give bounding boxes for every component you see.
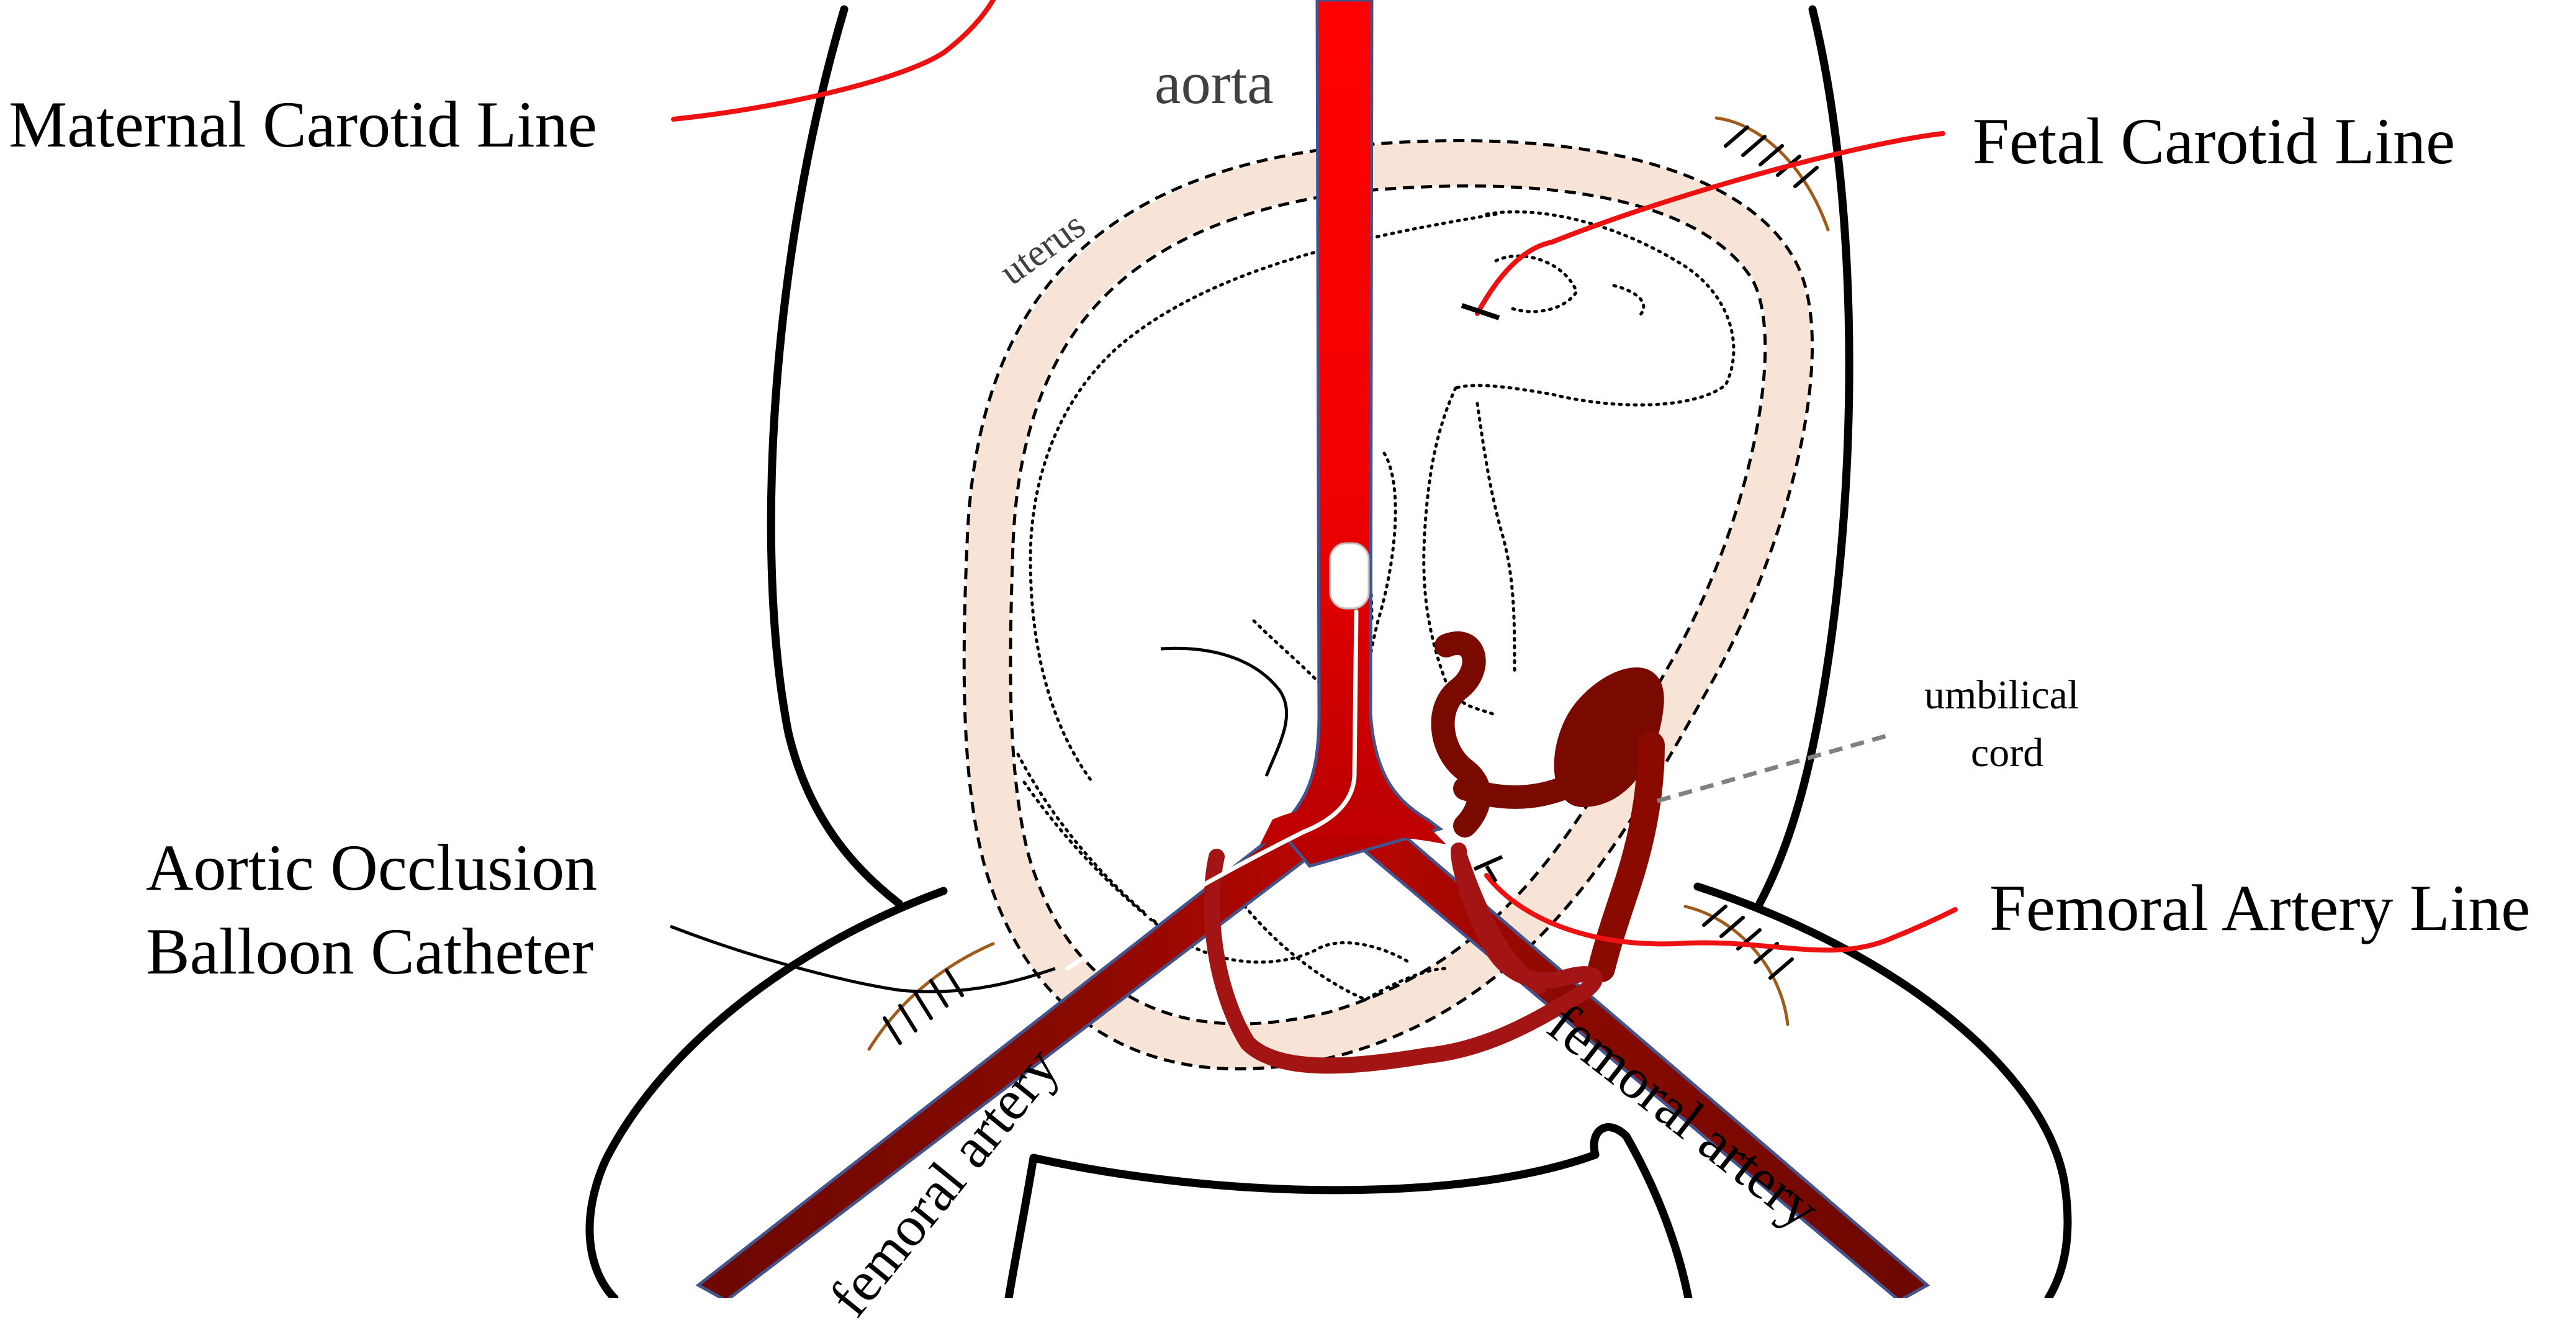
- suture-right-thread: [1683, 905, 1790, 1026]
- aortic-occlusion-label-line2: Balloon Catheter: [146, 915, 594, 988]
- maternal-carotid-line-label: Maternal Carotid Line: [9, 88, 597, 161]
- umbilical-cord-label-line2: cord: [1971, 730, 2044, 775]
- fetus-snout: [1612, 284, 1646, 318]
- umbilical-cord-pointer: [1657, 733, 1888, 803]
- fetus-head: [1454, 210, 1736, 407]
- balloon-catheter-wire: [1065, 609, 1359, 971]
- fetus-front-leg-inner: [1475, 402, 1516, 672]
- uterus: [962, 139, 1814, 1071]
- inner-left-leg: [1004, 1154, 1038, 1298]
- right-flank: [1755, 5, 1853, 908]
- fetal-tail: [1160, 646, 1289, 777]
- aortic-bifurcation: [1260, 805, 1446, 844]
- suture-left-thread: [867, 942, 995, 1051]
- uterus-inner-border: [1009, 184, 1767, 1026]
- groin-line: [1029, 1150, 1600, 1195]
- umbilical-vessel-to-uterine: [1453, 770, 1588, 809]
- aorta-label: aorta: [1155, 50, 1274, 116]
- pelvic-collateral-inner: [1452, 844, 1546, 994]
- right-thigh: [1693, 882, 2072, 1298]
- femoral-cannulation-mark: [1473, 855, 1503, 883]
- inner-right-leg: [1590, 1123, 1693, 1298]
- catheter-lines: [671, 0, 1958, 953]
- umbilical-vessel-descending: [1588, 731, 1665, 982]
- fetal-carotid-line-label: Fetal Carotid Line: [1973, 105, 2456, 178]
- uterus-outer-border: [962, 139, 1814, 1071]
- aortic-occlusion-external-line: [670, 924, 1056, 993]
- suture-top-right-thread: [1714, 116, 1830, 232]
- maternal-carotid-catheter: [671, 0, 996, 122]
- fetus-ear: [1494, 254, 1578, 314]
- fetus-front-leg-outer: [1422, 386, 1495, 716]
- femoral-artery-line-label: Femoral Artery Line: [1989, 872, 2531, 944]
- fetus-back: [1029, 212, 1498, 784]
- umbilical-cord-vessels: [1431, 631, 1665, 982]
- umbilical-cord-label-line1: umbilical: [1924, 672, 2079, 718]
- left-thigh: [585, 887, 948, 1298]
- fetal-carotid-catheter: [1475, 131, 1945, 316]
- suture-left-stitches: [883, 969, 964, 1045]
- arterial-tree: [695, 0, 1930, 1298]
- maternal-body-outline: [585, 5, 2072, 1298]
- aortic-occlusion-label-line1: Aortic Occlusion: [146, 831, 598, 904]
- left-flank: [767, 5, 903, 908]
- fetus-hind-foot: [1233, 892, 1448, 1001]
- fetus-hind-leg-2: [1022, 780, 1175, 939]
- occlusion-balloon: [1329, 542, 1370, 610]
- fetal-carotid-cannulation-mark: [1461, 303, 1500, 320]
- vascular-diagram: [585, 0, 2072, 1298]
- femoral-artery-catheter: [1484, 873, 1958, 953]
- pelvic-collateral-loop: [1204, 842, 1603, 1074]
- uterus-wall: [965, 141, 1811, 1069]
- aorta-vessel: [1276, 0, 1444, 868]
